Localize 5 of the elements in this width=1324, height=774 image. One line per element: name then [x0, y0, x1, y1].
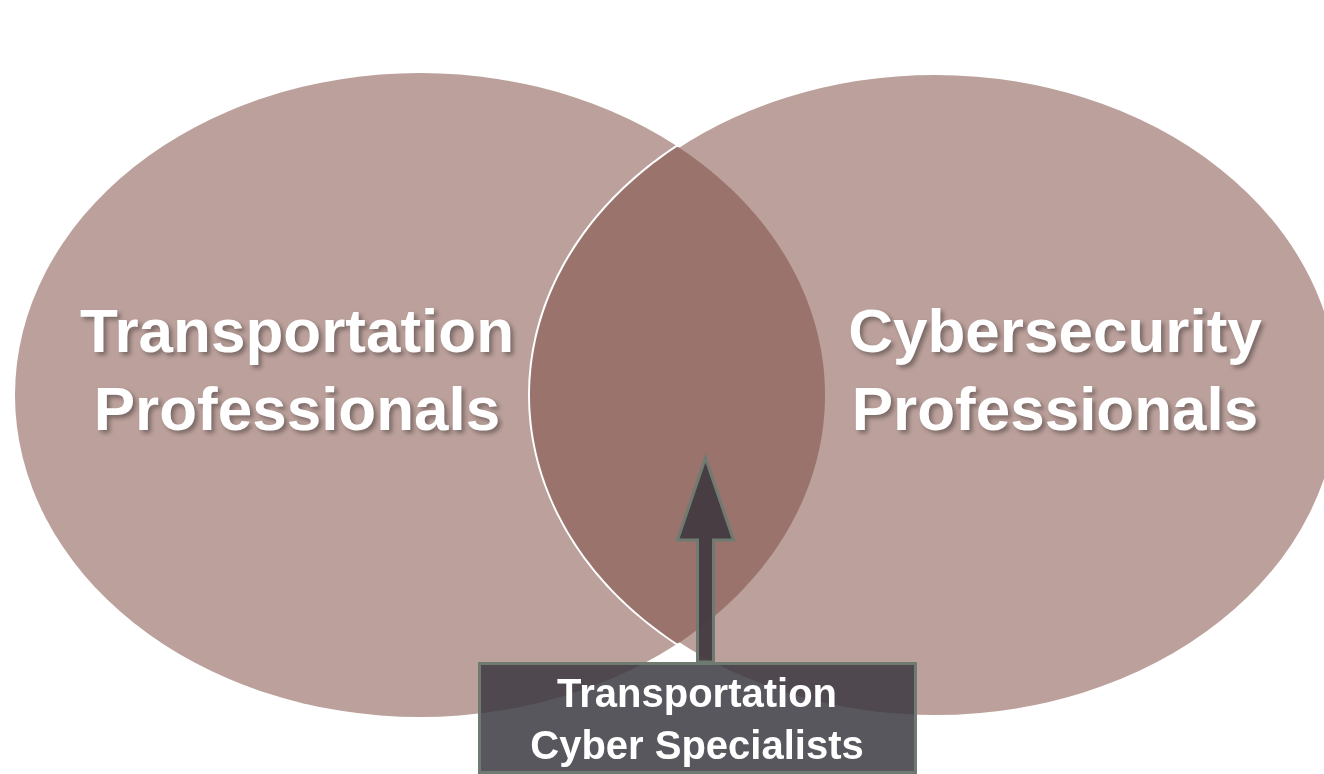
label-box: [478, 662, 917, 774]
block-arrow: [675, 453, 736, 664]
set-label: Cybersecurity Professionals: [847, 295, 1263, 445]
label-text: Transportation Cyber Specialists: [529, 670, 865, 769]
set-label: Transportation Professionals: [79, 295, 515, 445]
